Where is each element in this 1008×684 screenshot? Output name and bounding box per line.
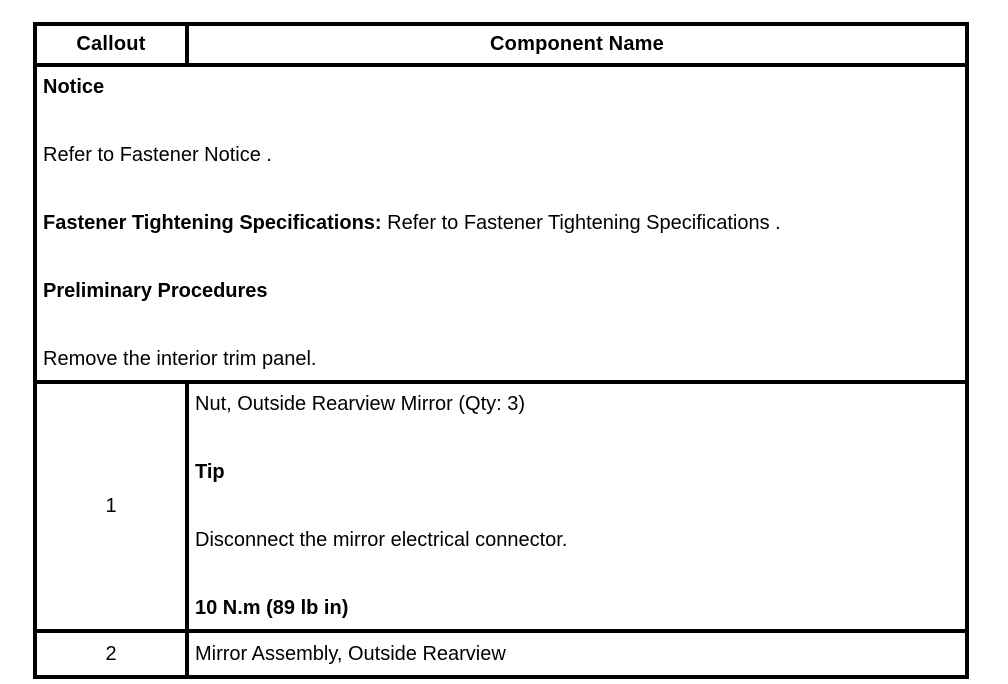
component-name-text: Mirror Assembly, Outside Rearview	[195, 643, 959, 666]
tip-instruction-text: Disconnect the mirror electrical connect…	[195, 529, 959, 552]
tightening-specifications-bold-text: Fastener Tightening Specifications:	[43, 212, 382, 234]
preliminary-procedures-bold-text: Preliminary Procedures	[43, 280, 268, 302]
notice-heading: Notice	[43, 76, 959, 99]
component-cell: Nut, Outside Rearview Mirror (Qty: 3) Ti…	[185, 380, 969, 633]
notice-heading-bold-text: Notice	[43, 76, 105, 98]
notice-cell: Notice Refer to Fastener Notice . Fasten…	[33, 63, 969, 384]
table-header-row: Callout Component Name	[33, 22, 969, 67]
callout-column-header: Callout	[33, 22, 189, 67]
tip-heading: Tip	[195, 461, 959, 484]
tip-instruction-regular-text: Disconnect the mirror electrical connect…	[195, 529, 568, 551]
preliminary-procedures-heading: Preliminary Procedures	[43, 280, 959, 303]
component-name-text: Nut, Outside Rearview Mirror (Qty: 3)	[195, 393, 959, 416]
preliminary-step-text: Remove the interior trim panel.	[43, 348, 959, 371]
preliminary-step-regular-text: Remove the interior trim panel.	[43, 348, 317, 370]
fastener-notice-regular-text: Refer to Fastener Notice .	[43, 144, 272, 166]
component-cell: Mirror Assembly, Outside Rearview	[185, 629, 969, 679]
tip-heading-bold-text: Tip	[195, 461, 225, 483]
torque-specification-text: 10 N.m (89 lb in)	[195, 597, 959, 620]
fastener-notice-reference: Refer to Fastener Notice .	[43, 144, 959, 167]
component-name-column-header: Component Name	[185, 22, 969, 67]
tightening-specifications-reference: Fastener Tightening Specifications: Refe…	[43, 212, 959, 235]
notice-row: Notice Refer to Fastener Notice . Fasten…	[33, 63, 969, 384]
component-name-regular-text: Mirror Assembly, Outside Rearview	[195, 642, 506, 665]
tightening-specifications-regular-text: Refer to Fastener Tightening Specificati…	[381, 212, 781, 234]
table-row-callout-1: 1 Nut, Outside Rearview Mirror (Qty: 3) …	[33, 380, 969, 633]
table-row-callout-2: 2 Mirror Assembly, Outside Rearview	[33, 629, 969, 679]
component-name-regular-text: Nut, Outside Rearview Mirror (Qty: 3)	[195, 393, 526, 415]
torque-specification-bold-text: 10 N.m (89 lb in)	[195, 597, 349, 619]
parts-callout-table: Callout Component Name Notice Refer to F…	[33, 22, 969, 679]
callout-number-cell: 2	[33, 629, 189, 679]
callout-number-cell: 1	[33, 380, 189, 633]
